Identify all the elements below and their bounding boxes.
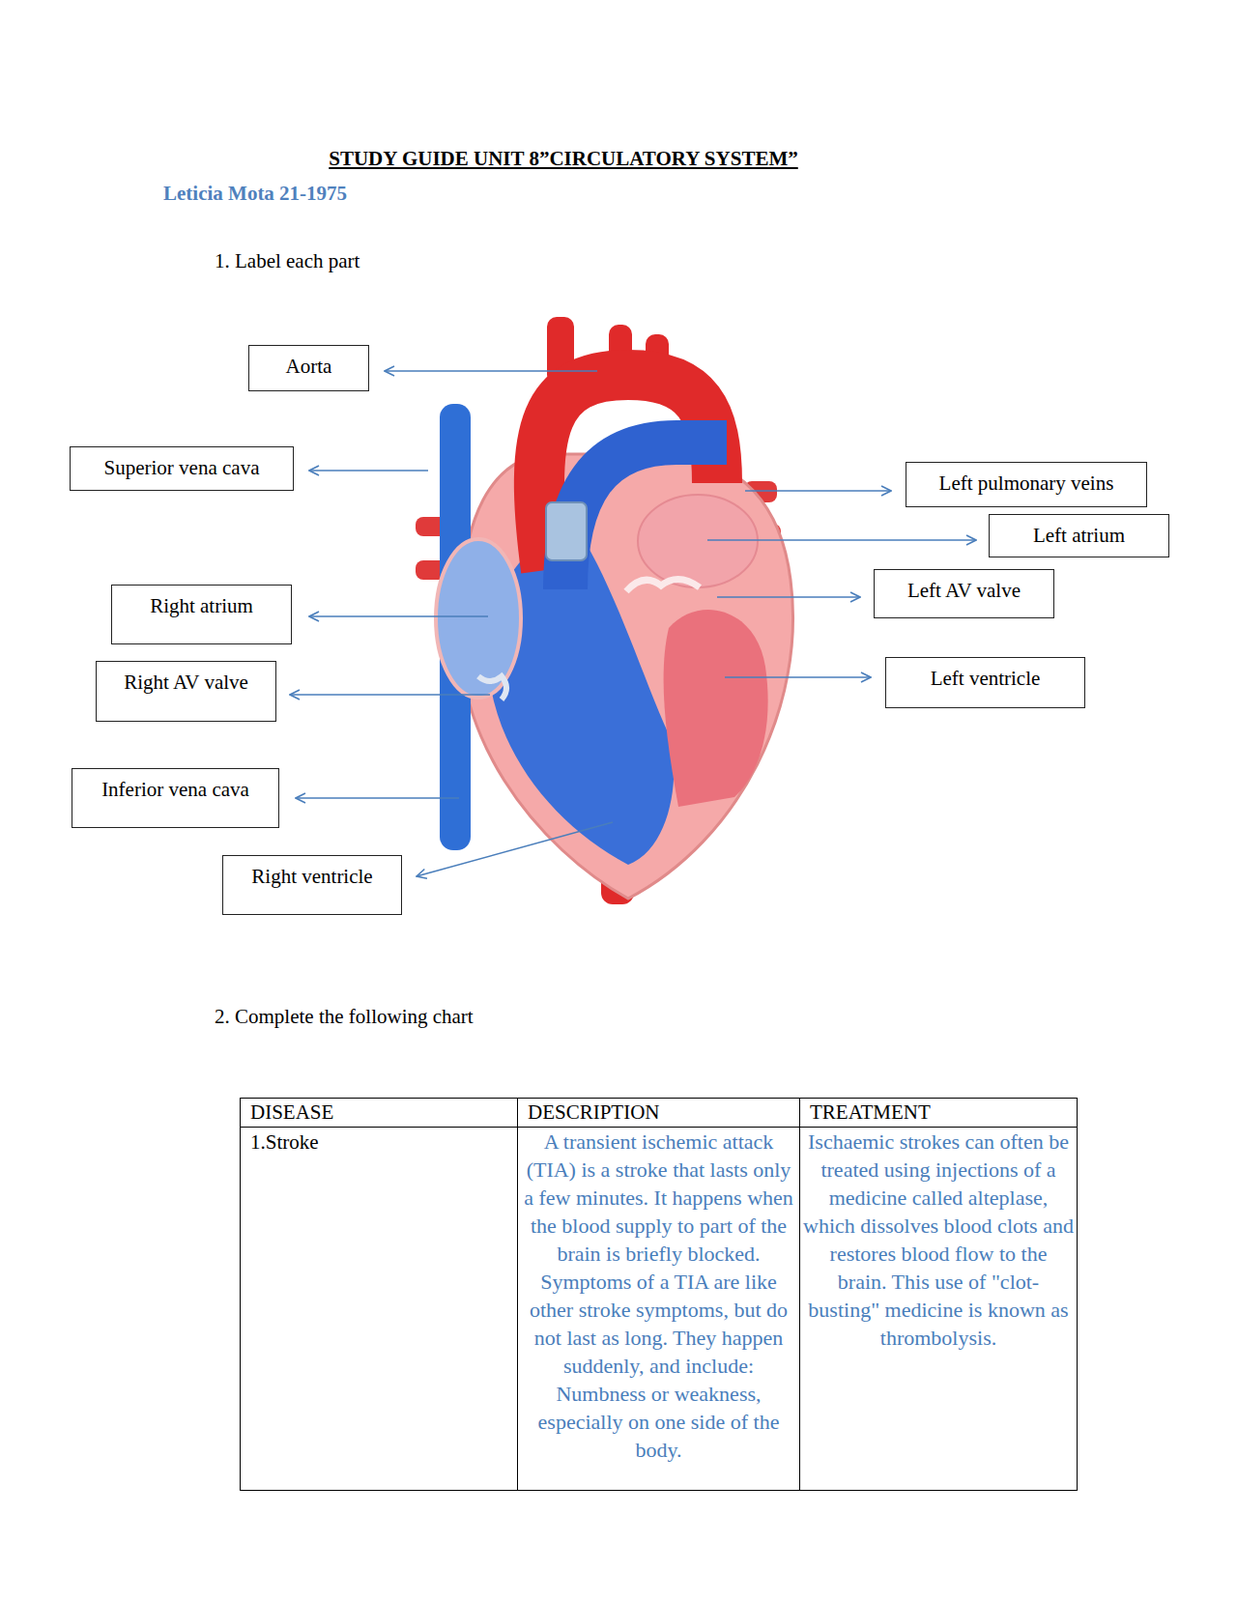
leader-line	[289, 693, 490, 696]
label-box: Right atrium	[111, 584, 292, 645]
title-wrap: STUDY GUIDE UNIT 8”CIRCULATORY SYSTEM”	[231, 146, 895, 171]
table-cell: A transient ischemic attack (TIA) is a s…	[517, 1126, 801, 1492]
left-av-valve	[626, 578, 700, 592]
label-box: Left atrium	[988, 514, 1170, 558]
table-cell: 1.Stroke	[239, 1126, 518, 1492]
table-cell: DISEASE	[239, 1097, 518, 1128]
label-box: Inferior vena cava	[71, 768, 280, 829]
page-title: STUDY GUIDE UNIT 8”CIRCULATORY SYSTEM”	[328, 146, 798, 171]
leader-line	[416, 822, 613, 877]
label-text: Left atrium	[1033, 523, 1125, 547]
question-heading: 2. Complete the following chart	[214, 1005, 474, 1029]
question-heading: 1. Label each part	[214, 249, 360, 273]
table-cell: Ischaemic strokes can often be treated u…	[799, 1126, 1078, 1492]
cell-text: TREATMENT	[800, 1098, 1077, 1125]
label-box: Superior vena cava	[69, 446, 294, 491]
label-text: Right AV valve	[123, 670, 249, 694]
right-av-valve	[478, 676, 507, 700]
right-atrium	[435, 539, 521, 698]
leader-line	[309, 615, 489, 618]
label-text: Left pulmonary veins	[939, 471, 1115, 495]
table-cell: DESCRIPTION	[517, 1097, 801, 1128]
cell-text: DESCRIPTION	[517, 1098, 800, 1125]
left-ventricle	[663, 609, 769, 807]
cell-text: A transient ischemic attack (TIA) is a s…	[517, 1127, 800, 1465]
label-box: Right ventricle	[222, 855, 403, 916]
label-box: Left ventricle	[885, 657, 1086, 709]
valve	[546, 502, 587, 561]
leader-line	[295, 797, 460, 800]
label-text: Right atrium	[149, 594, 254, 618]
text-wrap: 2. Complete the following chart	[214, 1005, 474, 1029]
label-box: Left AV valve	[873, 569, 1055, 619]
cell-text: DISEASE	[240, 1098, 518, 1125]
label-text: Right ventricle	[251, 864, 373, 889]
label-box: Right AV valve	[95, 661, 277, 722]
leader-line	[309, 469, 429, 472]
leader-line	[724, 676, 871, 679]
cell-text: Ischaemic strokes can often be treated u…	[800, 1127, 1077, 1353]
cell-text: 1.Stroke	[240, 1127, 518, 1155]
label-box: Aorta	[248, 345, 370, 392]
pulmonary-trunk	[565, 442, 727, 590]
student-name: Leticia Mota 21-1975	[163, 181, 347, 205]
text-wrap: Leticia Mota 21-1975	[163, 181, 347, 205]
label-text: Aorta	[286, 354, 333, 378]
label-box: Left pulmonary veins	[905, 461, 1148, 508]
leader-line	[717, 596, 861, 599]
table-cell: TREATMENT	[799, 1097, 1078, 1128]
label-text: Left AV valve	[907, 578, 1021, 603]
label-text: Left ventricle	[930, 666, 1041, 691]
leader-line	[707, 539, 977, 542]
left-atrium	[637, 494, 758, 588]
label-text: Superior vena cava	[104, 456, 260, 480]
leader-line	[745, 489, 892, 492]
label-text: Inferior vena cava	[101, 777, 250, 802]
leader-line	[384, 370, 598, 373]
text-wrap: 1. Label each part	[214, 249, 360, 273]
